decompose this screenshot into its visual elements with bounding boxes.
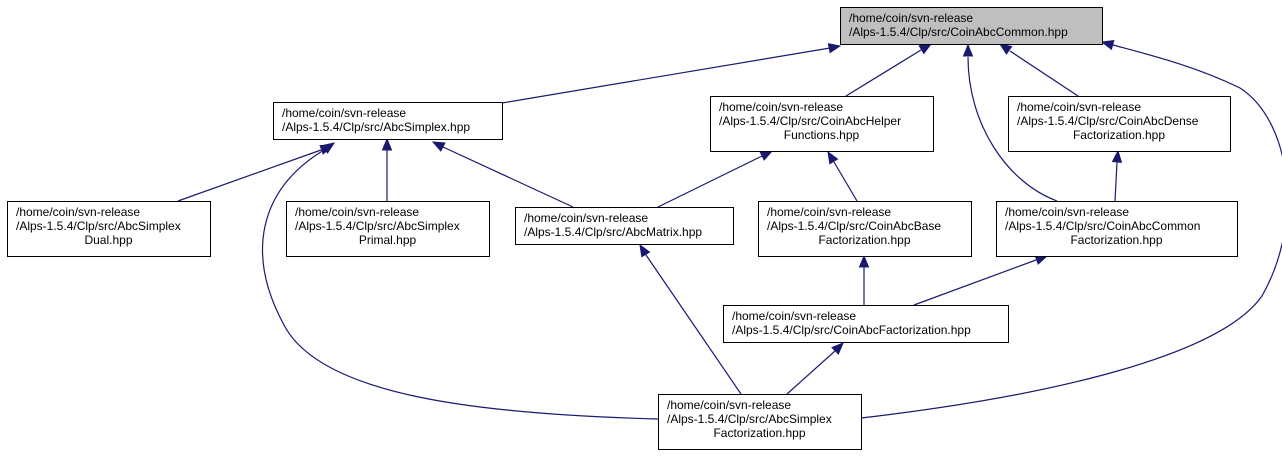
node-label-line: /Alps-1.5.4/Clp/src/CoinAbcCommon (1005, 219, 1200, 233)
node-label-line: Primal.hpp (359, 233, 417, 247)
node-label-line: /home/coin/svn-release (667, 398, 791, 412)
edge-line (657, 155, 763, 208)
edge-line (913, 259, 1037, 306)
edge-line (1114, 161, 1118, 202)
arrowhead (321, 142, 336, 154)
edge-line (967, 56, 1058, 202)
node-label-line: /home/coin/svn-release (1005, 205, 1129, 219)
node-fact[interactable]: /home/coin/svn-release/Alps-1.5.4/Clp/sr… (723, 305, 1009, 343)
edge-line (833, 161, 858, 202)
edge-helper-to-common (845, 43, 933, 97)
edge-matrix-to-abcsimplex (431, 141, 574, 208)
node-abcsimplex[interactable]: /home/coin/svn-release/Alps-1.5.4/Clp/sr… (273, 102, 503, 140)
node-commonfact[interactable]: /home/coin/svn-release/Alps-1.5.4/Clp/sr… (996, 201, 1238, 257)
node-box[interactable] (1008, 96, 1231, 152)
arrowhead (962, 43, 974, 57)
node-box[interactable] (286, 201, 490, 257)
node-label-line: Dual.hpp (84, 233, 132, 247)
node-root-common: /home/coin/svn-release/Alps-1.5.4/Clp/sr… (840, 7, 1103, 45)
node-box[interactable] (758, 201, 972, 257)
edge-line (442, 146, 574, 208)
edge-matrix-to-helper (657, 150, 774, 208)
edge-dense-to-common (998, 43, 1079, 97)
node-dual[interactable]: /home/coin/svn-release/Alps-1.5.4/Clp/sr… (7, 201, 211, 257)
node-label-line: /Alps-1.5.4/Clp/src/AbcMatrix.hpp (524, 225, 702, 239)
node-simplexfact[interactable]: /home/coin/svn-release/Alps-1.5.4/Clp/sr… (658, 394, 862, 450)
node-helper[interactable]: /home/coin/svn-release/Alps-1.5.4/Clp/sr… (710, 96, 934, 152)
node-box[interactable] (7, 201, 211, 257)
node-label-line: /home/coin/svn-release (282, 106, 406, 120)
edge-fact-to-basefact (858, 254, 870, 305)
edge-line (786, 350, 836, 395)
edge-simplexfact-to-abcsimplex (262, 142, 659, 420)
arrowhead (381, 137, 393, 151)
edge-line (845, 49, 922, 97)
edge-line (645, 254, 742, 395)
node-box[interactable] (515, 207, 734, 245)
arrowhead (639, 243, 651, 258)
node-label-line: /Alps-1.5.4/Clp/src/AbcSimplex.hpp (282, 120, 470, 134)
arrowhead (858, 254, 870, 268)
node-label-line: /home/coin/svn-release (732, 309, 856, 323)
arrowhead (998, 43, 1013, 55)
node-primal[interactable]: /home/coin/svn-release/Alps-1.5.4/Clp/sr… (286, 201, 490, 257)
node-label-line: Factorization.hpp (1070, 233, 1162, 247)
node-label-line: /Alps-1.5.4/Clp/src/AbcSimplex (295, 219, 460, 233)
edge-commonfact-to-dense (1111, 149, 1123, 202)
node-box[interactable] (273, 102, 503, 140)
node-label-line: /home/coin/svn-release (849, 11, 973, 25)
edge-abcsimplex-to-common (501, 43, 842, 104)
node-label-line: /home/coin/svn-release (1017, 100, 1141, 114)
node-basefact[interactable]: /home/coin/svn-release/Alps-1.5.4/Clp/sr… (758, 201, 972, 257)
arrowhead (827, 43, 842, 54)
node-box[interactable] (723, 305, 1009, 343)
node-label-line: /Alps-1.5.4/Clp/src/CoinAbcBase (767, 219, 941, 233)
node-matrix[interactable]: /home/coin/svn-release/Alps-1.5.4/Clp/sr… (515, 207, 734, 245)
node-label-line: /Alps-1.5.4/Clp/src/AbcSimplex (667, 412, 832, 426)
edge-fact-to-commonfact (913, 255, 1049, 306)
node-label-line: /Alps-1.5.4/Clp/src/CoinAbcDense (1017, 114, 1199, 128)
arrowhead (827, 150, 839, 165)
node-label-line: Factorization.hpp (713, 426, 805, 440)
node-label-line: /Alps-1.5.4/Clp/src/CoinAbcHelper (719, 114, 901, 128)
nodes-layer: /home/coin/svn-release/Alps-1.5.4/Clp/sr… (7, 7, 1238, 450)
arrowhead (918, 43, 933, 55)
edge-line (1009, 50, 1079, 97)
edge-basefact-to-helper (827, 150, 858, 202)
node-label-line: /Alps-1.5.4/Clp/src/CoinAbcCommon.hpp (849, 25, 1068, 39)
arrowhead (1100, 39, 1115, 51)
arrowhead (831, 342, 844, 355)
node-label-line: /home/coin/svn-release (719, 100, 843, 114)
node-label-line: Functions.hpp (784, 128, 860, 142)
node-label-line: /home/coin/svn-release (767, 205, 891, 219)
arrowhead (431, 141, 446, 152)
edge-simplexfact-to-fact (786, 342, 844, 395)
node-box[interactable] (710, 96, 934, 152)
node-box[interactable] (996, 201, 1238, 257)
node-box (840, 7, 1103, 45)
node-dense[interactable]: /home/coin/svn-release/Alps-1.5.4/Clp/sr… (1008, 96, 1231, 152)
node-label-line: /home/coin/svn-release (16, 205, 140, 219)
node-label-line: /Alps-1.5.4/Clp/src/CoinAbcFactorization… (732, 323, 971, 337)
edge-line (262, 149, 659, 420)
edge-commonfact-to-common (962, 43, 1058, 202)
edge-line (501, 47, 831, 104)
arrowhead (1111, 149, 1123, 163)
node-label-line: /home/coin/svn-release (295, 205, 419, 219)
node-label-line: /Alps-1.5.4/Clp/src/AbcSimplex (16, 219, 181, 233)
arrowhead (759, 150, 774, 161)
edge-line (177, 149, 322, 202)
node-label-line: Factorization.hpp (1073, 128, 1165, 142)
edge-simplexfact-to-matrix (639, 243, 742, 395)
node-label-line: Factorization.hpp (818, 233, 910, 247)
node-box[interactable] (658, 394, 862, 450)
edge-dual-to-abcsimplex (177, 145, 334, 202)
node-label-line: /home/coin/svn-release (524, 211, 648, 225)
edge-primal-to-abcsimplex (381, 137, 393, 201)
